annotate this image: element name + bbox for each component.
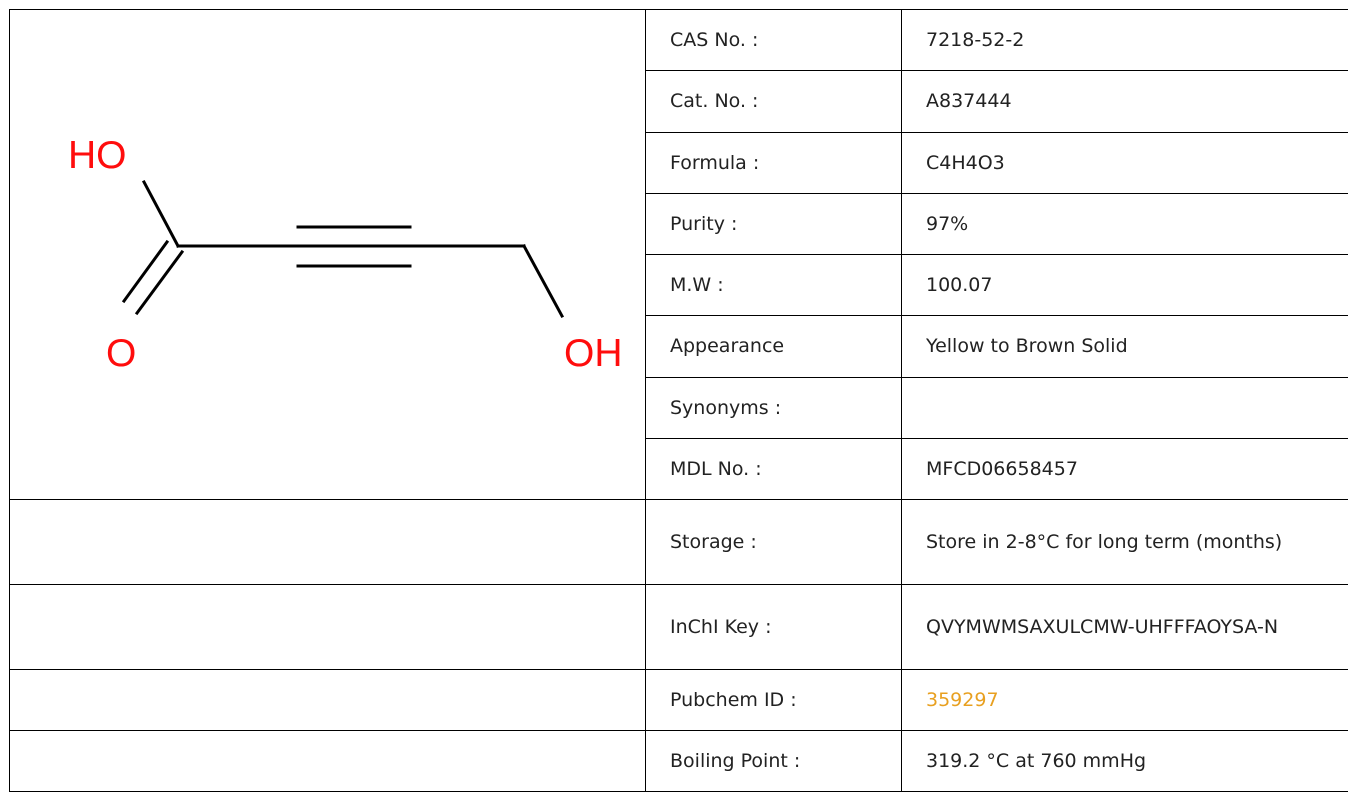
bond-c1-o-double-a <box>134 249 185 316</box>
label-mw: M.W : <box>645 253 902 317</box>
value-synonyms <box>901 376 1348 439</box>
label-cas-no: CAS No. : <box>645 8 902 72</box>
label-formula: Formula : <box>645 131 902 194</box>
label-inchi-key: InChI Key : <box>645 584 902 670</box>
atom-label-o: O <box>106 332 136 375</box>
label-synonyms: Synonyms : <box>645 376 902 439</box>
empty-cell <box>9 584 646 670</box>
empty-cell <box>9 730 646 792</box>
value-inchi-key: QVYMWMSAXULCMW-UHFFFAOYSA-N <box>901 584 1348 670</box>
label-pubchem-id: Pubchem ID : <box>645 669 902 731</box>
atom-label-oh: OH <box>564 332 623 375</box>
value-storage: Store in 2-8°C for long term (months) <box>901 499 1348 585</box>
table-row: Formula : C4H4O3 <box>10 131 1348 194</box>
table-row: Storage : Store in 2-8°C for long term (… <box>9 499 1348 585</box>
value-formula: C4H4O3 <box>901 131 1348 194</box>
label-appearance: Appearance <box>645 315 902 378</box>
label-storage: Storage : <box>645 499 902 585</box>
value-boiling-point: 319.2 °C at 760 mmHg <box>901 730 1348 792</box>
table-row: InChI Key : QVYMWMSAXULCMW-UHFFFAOYSA-N <box>9 584 1348 670</box>
bond-c1-o-double-b <box>121 239 170 304</box>
product-info-table: HO O OH CAS No. : 7218-52-2 Cat. No. : A… <box>9 8 1348 792</box>
table-row: Appearance Yellow to Brown Solid <box>10 315 1348 378</box>
table-row: Purity : 97% <box>10 192 1348 256</box>
pubchem-id-link[interactable]: 359297 <box>926 689 999 711</box>
chemical-structure: HO O OH <box>68 134 623 375</box>
table-row: HO O OH CAS No. : 7218-52-2 <box>9 8 1348 500</box>
bond-c4-oh <box>521 243 565 319</box>
bond-c1-oh <box>141 179 181 249</box>
label-purity: Purity : <box>645 192 902 256</box>
structure-image-cell: HO O OH <box>9 9 646 500</box>
label-boiling-point: Boiling Point : <box>645 730 902 792</box>
value-mdl-no: MFCD06658457 <box>901 437 1348 501</box>
value-purity: 97% <box>901 192 1348 256</box>
empty-cell <box>9 669 646 731</box>
table-row: Synonyms : <box>10 376 1348 439</box>
table-row: Pubchem ID : 359297 <box>9 669 1348 731</box>
value-cas-no: 7218-52-2 <box>901 8 1348 72</box>
value-appearance: Yellow to Brown Solid <box>901 315 1348 378</box>
table-row: Cat. No. : A837444 <box>10 70 1348 133</box>
value-mw: 100.07 <box>901 253 1348 317</box>
empty-cell <box>9 499 646 585</box>
label-cat-no: Cat. No. : <box>645 70 902 133</box>
value-pubchem-id: 359297 <box>901 669 1348 731</box>
table-row: M.W : 100.07 <box>10 253 1348 317</box>
label-mdl-no: MDL No. : <box>645 437 902 501</box>
table-row: Boiling Point : 319.2 °C at 760 mmHg <box>9 730 1348 792</box>
table-row: MDL No. : MFCD06658457 <box>10 437 1348 501</box>
value-cat-no: A837444 <box>901 70 1348 133</box>
atom-label-ho: HO <box>68 134 127 177</box>
